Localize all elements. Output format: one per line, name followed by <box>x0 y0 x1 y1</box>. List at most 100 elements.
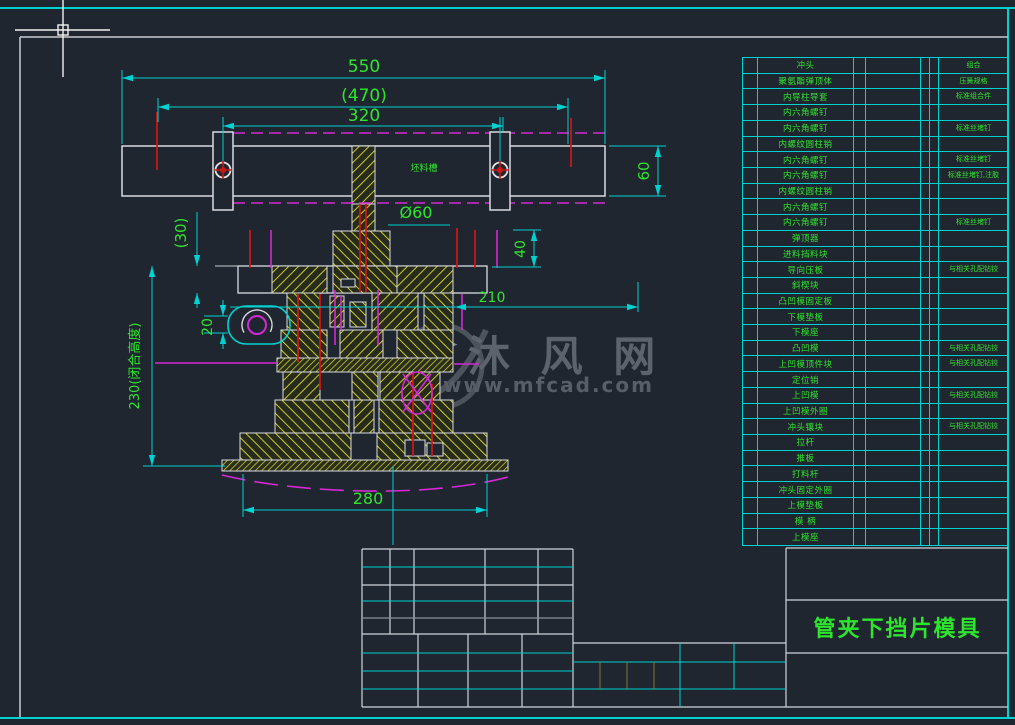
part-name-cell: 导向压板 <box>758 262 854 277</box>
part-remark-cell <box>939 404 1008 419</box>
part-name-cell: 内螺纹圆柱销 <box>758 136 854 152</box>
table-cell <box>930 403 939 419</box>
table-cell <box>930 199 939 215</box>
table-cell <box>743 199 758 215</box>
clamp-right <box>489 117 511 211</box>
part-name-cell: 凸凹模 <box>758 340 854 356</box>
spring-symbol <box>401 371 433 415</box>
table-cell <box>743 120 758 136</box>
table-row: 上模座 <box>743 529 1008 545</box>
cyan-construction-lines <box>230 306 455 545</box>
table-cell <box>921 152 930 167</box>
table-cell <box>743 152 758 167</box>
part-name-cell: 内六角螺钉 <box>758 120 854 136</box>
part-remark-cell <box>939 514 1008 529</box>
table-cell <box>743 73 758 89</box>
table-cell <box>930 105 939 120</box>
table-cell <box>866 89 921 105</box>
table-cell <box>930 215 939 230</box>
table-cell <box>921 340 930 356</box>
dim-280: 280 <box>353 489 384 508</box>
table-cell <box>854 450 866 466</box>
part-name-cell: 内螺纹圆柱销 <box>758 183 854 199</box>
table-cell <box>930 356 939 372</box>
table-cell <box>854 89 866 105</box>
table-cell <box>921 215 930 230</box>
table-cell <box>866 246 921 262</box>
dim-230: 230(闭合高度) <box>127 323 143 410</box>
part-name-cell: 凸凹模固定板 <box>758 293 854 309</box>
table-cell <box>930 325 939 340</box>
table-cell <box>930 277 939 293</box>
table-cell <box>854 230 866 246</box>
table-cell <box>854 466 866 482</box>
table-cell <box>866 262 921 277</box>
table-row: 内六角螺钉 标准丝堵钉,注胶 <box>743 167 1008 184</box>
table-row: 内六角螺钉标准丝堵钉 <box>743 215 1008 231</box>
table-cell <box>743 262 758 277</box>
part-remark-cell: 与相关孔配钻铰 <box>949 343 998 352</box>
part-name-cell: 上模座 <box>758 529 854 545</box>
part-name-cell: 内六角螺钉 <box>758 167 854 183</box>
table-cell <box>921 120 930 136</box>
part-name-cell: 拉杆 <box>758 435 854 450</box>
table-cell <box>866 136 921 152</box>
table-cell <box>854 105 866 120</box>
table-cell <box>854 325 866 340</box>
table-cell <box>866 58 921 73</box>
table-row: 上凹模与相关孔配钻铰 <box>743 387 1008 404</box>
part-remark-cell <box>939 105 1008 120</box>
part-name-cell: 推板 <box>758 450 854 466</box>
watermark-url: www.mfcad.com <box>443 373 654 397</box>
table-cell <box>921 230 930 246</box>
table-row: 内螺纹圆柱销 <box>743 183 1008 200</box>
table-cell <box>743 105 758 120</box>
parts-table: 冲头组合聚氨酯弹顶体压簧规格内导柱导套标准组合件内六角螺钉内六角螺钉标准丝堵钉内… <box>742 57 1008 546</box>
table-cell <box>866 230 921 246</box>
table-cell <box>930 497 939 513</box>
dim-20: 20 <box>200 318 216 336</box>
part-name-cell: 冲头镶块 <box>758 419 854 435</box>
part-name-cell: 斜楔块 <box>758 277 854 293</box>
table-cell <box>921 199 930 215</box>
part-remark-cell <box>939 372 1008 387</box>
part-name-cell: 下模座 <box>758 325 854 340</box>
table-cell <box>921 167 930 183</box>
table-cell <box>743 340 758 356</box>
page-border <box>0 7 1015 719</box>
table-cell <box>930 482 939 497</box>
table-cell <box>930 529 939 545</box>
part-name-cell: 冲头固定外圈 <box>758 482 854 497</box>
table-row: 冲头镶块 与相关孔配钻铰 <box>743 419 1008 436</box>
table-cell <box>921 482 930 497</box>
part-remark-cell: 与相关孔配钻铰 <box>949 422 998 431</box>
table-cell <box>854 246 866 262</box>
table-cell <box>854 277 866 293</box>
table-cell <box>743 450 758 466</box>
table-cell <box>866 309 921 325</box>
part-name-cell: 上凹模 <box>758 387 854 403</box>
table-cell <box>921 450 930 466</box>
table-cell <box>854 372 866 387</box>
table-row: 进料挡料块 <box>743 246 1008 263</box>
dim-470: (470) <box>341 86 387 106</box>
table-cell <box>743 58 758 73</box>
table-cell <box>854 58 866 73</box>
table-cell <box>866 277 921 293</box>
table-cell <box>866 167 921 183</box>
part-remark-cell: 标准丝堵钉 <box>956 217 991 226</box>
table-cell <box>854 262 866 277</box>
part-remark-cell <box>939 184 1008 199</box>
table-row: 斜楔块 <box>743 277 1008 294</box>
table-row: 聚氨酯弹顶体压簧规格 <box>743 73 1008 90</box>
table-row: 冲头固定外圈 <box>743 482 1008 498</box>
table-cell <box>854 529 866 545</box>
part-remark-cell <box>939 231 1008 246</box>
part-remark-cell <box>939 466 1008 481</box>
table-cell <box>854 403 866 419</box>
table-cell <box>743 325 758 340</box>
table-cell <box>854 356 866 372</box>
part-remark-cell: 标准丝堵钉,注胶 <box>947 170 1000 179</box>
